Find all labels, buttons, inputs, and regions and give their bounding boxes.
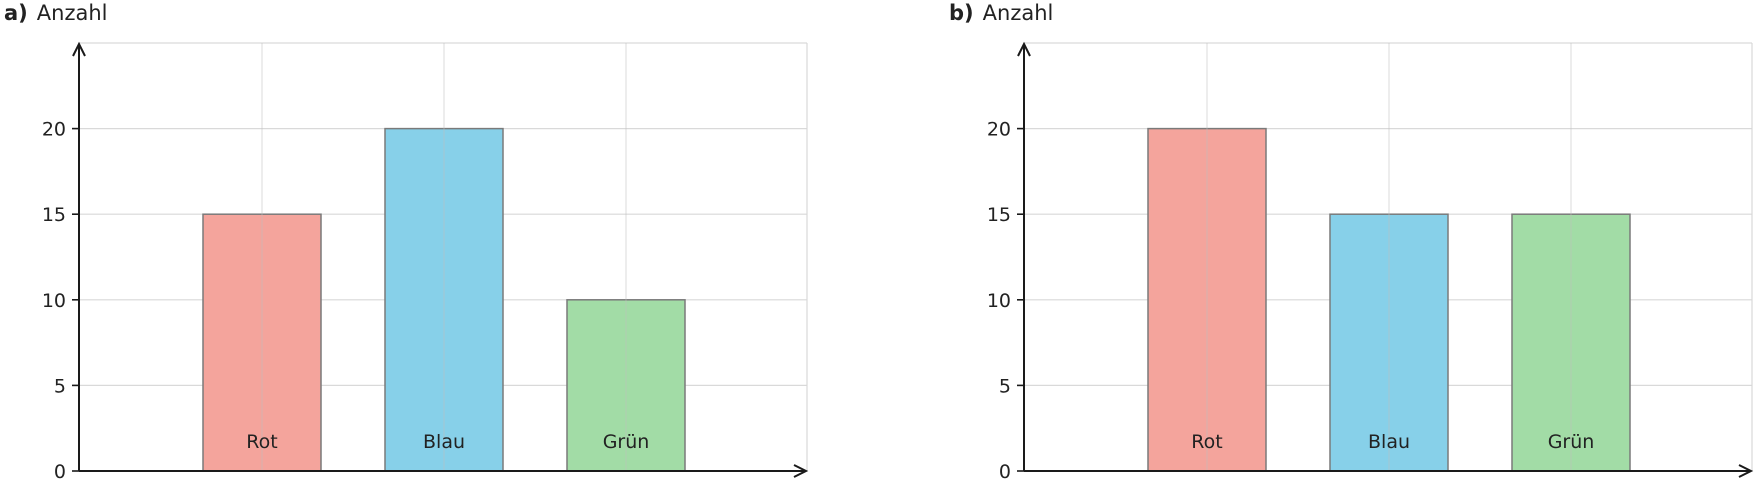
y-tick-label: 15 xyxy=(42,204,66,226)
y-axis-arrow xyxy=(1017,41,1031,57)
category-label: Blau xyxy=(1368,431,1410,453)
y-tick-label: 0 xyxy=(999,461,1011,483)
bar-chart-b: Rot Blau Grün 0 5 10 15 20 b) Anzahl xyxy=(949,1,1754,483)
y-tick-label: 5 xyxy=(54,375,66,397)
x-axis-arrow xyxy=(1738,464,1754,478)
bar-chart-a: Rot Blau Grün 0 5 10 15 20 a) Anzahl xyxy=(4,1,809,483)
y-tick-label: 20 xyxy=(987,119,1011,141)
panel-label: b) xyxy=(949,1,974,25)
panel-title: b) Anzahl xyxy=(949,1,1053,25)
category-label: Grün xyxy=(1548,431,1595,453)
y-tick-label: 5 xyxy=(999,375,1011,397)
category-label: Rot xyxy=(1191,431,1222,453)
y-tick-label: 10 xyxy=(42,290,66,312)
category-label: Rot xyxy=(246,431,277,453)
panel-title: a) Anzahl xyxy=(4,1,108,25)
y-axis-label: Anzahl xyxy=(37,1,108,25)
panel-label: a) xyxy=(4,1,28,25)
chart-panel-b: Rot Blau Grün 0 5 10 15 20 b) Anzahl xyxy=(945,0,1759,486)
y-tick-label: 15 xyxy=(987,204,1011,226)
category-label: Grün xyxy=(603,431,650,453)
x-axis-arrow xyxy=(793,464,809,478)
category-label: Blau xyxy=(423,431,465,453)
y-tick-label: 20 xyxy=(42,119,66,141)
y-tick-label: 0 xyxy=(54,461,66,483)
y-axis-label: Anzahl xyxy=(983,1,1054,25)
y-axis-arrow xyxy=(72,41,86,57)
y-tick-label: 10 xyxy=(987,290,1011,312)
chart-panel-a: Rot Blau Grün 0 5 10 15 20 a) Anzahl xyxy=(0,0,860,486)
